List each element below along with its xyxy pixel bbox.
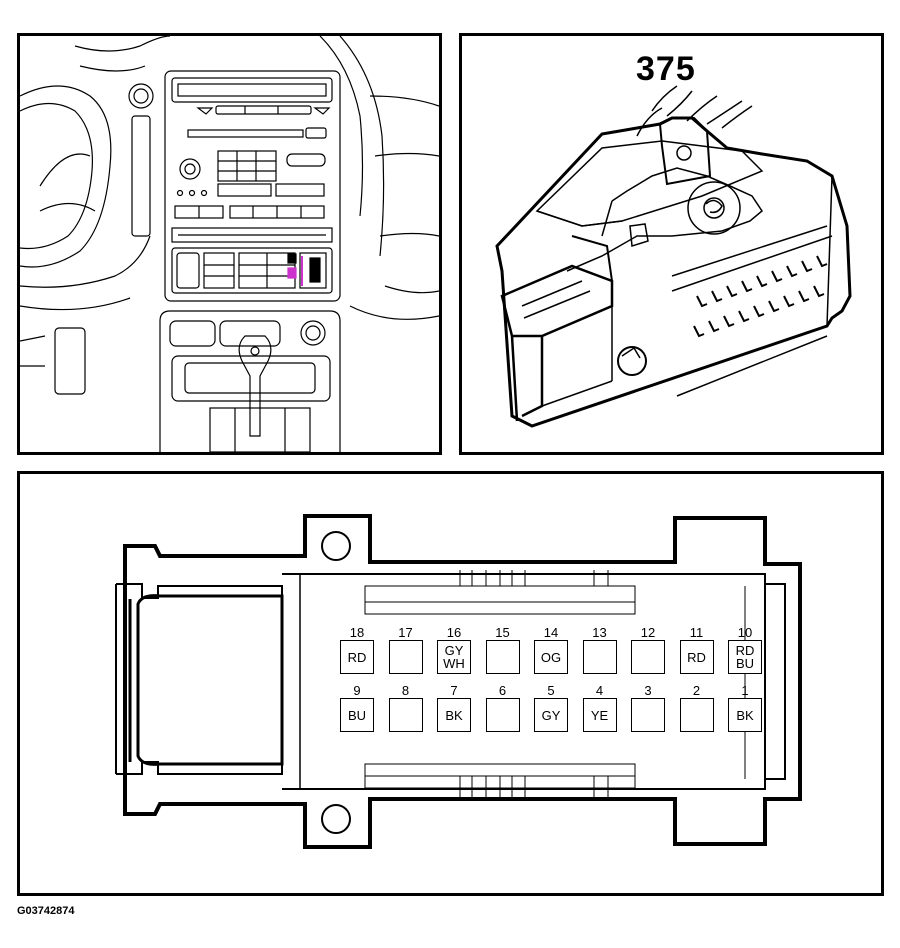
pin-3-number: 3	[644, 683, 652, 698]
pin-11-number: 11	[689, 625, 704, 640]
pin-9-number: 9	[353, 683, 361, 698]
pin-11-cavity: RD	[679, 640, 714, 674]
pin-4-cavity: YE	[582, 698, 617, 732]
pin-17-number: 17	[398, 625, 413, 640]
dashboard-locator-view	[17, 33, 442, 455]
pin-10-cavity: RD BU	[728, 640, 762, 674]
pin-7-wire-color: BK	[445, 707, 463, 723]
pin-9-cavity: BU	[340, 698, 374, 732]
pin-7-number: 7	[450, 683, 458, 698]
pin-1-number: 1	[741, 683, 749, 698]
pin-17-cavity	[388, 640, 423, 674]
pin-7-cavity: BK	[437, 698, 471, 732]
pin-9-wire-color: BU	[347, 707, 367, 723]
pin-18-wire-color: RD	[347, 649, 367, 665]
pin-14-number: 14	[543, 625, 559, 640]
pin-6-number: 6	[498, 683, 507, 698]
pin-14-wire-color: OG	[540, 649, 562, 665]
pin-15-number: 15	[495, 625, 510, 640]
pin-11-wire-color: RD	[687, 649, 706, 665]
pin-2-number: 2	[692, 683, 701, 698]
connector-face-outline	[115, 514, 802, 849]
pin-18-number: 18	[349, 625, 365, 640]
pin-10-wire-color: RD BU	[735, 643, 755, 671]
pin-13-number: 13	[592, 625, 607, 640]
pin-5-cavity: GY	[534, 698, 568, 732]
pin-5-number: 5	[547, 683, 555, 698]
pin-4-number: 4	[595, 683, 604, 698]
pin-12-number: 12	[640, 625, 656, 640]
connector-number-label: 375	[636, 50, 696, 88]
figure-code: G03742874	[17, 905, 75, 917]
pin-6-cavity	[485, 698, 520, 732]
pin-3-cavity	[631, 698, 665, 732]
pin-15-cavity	[485, 640, 520, 674]
pin-18-cavity: RD	[340, 640, 374, 674]
pin-8-number: 8	[401, 683, 410, 698]
pin-16-number: 16	[446, 625, 462, 640]
pin-2-cavity	[679, 698, 714, 732]
pin-12-cavity	[631, 640, 665, 674]
pin-4-wire-color: YE	[590, 707, 609, 723]
pin-16-cavity: GY WH	[437, 640, 471, 674]
connector-perspective-view: 375	[459, 33, 884, 455]
pin-1-cavity: BK	[728, 698, 762, 732]
connector-illustration	[495, 85, 852, 428]
pin-16-wire-color: GY WH	[443, 643, 465, 671]
pin-13-cavity	[582, 640, 617, 674]
pin-5-wire-color: GY	[541, 707, 561, 723]
dashboard-illustration	[20, 36, 439, 452]
pin-8-cavity	[388, 698, 423, 732]
pin-1-wire-color: BK	[736, 707, 754, 723]
pin-14-cavity: OG	[534, 640, 568, 674]
pin-10-number: 10	[737, 625, 753, 640]
